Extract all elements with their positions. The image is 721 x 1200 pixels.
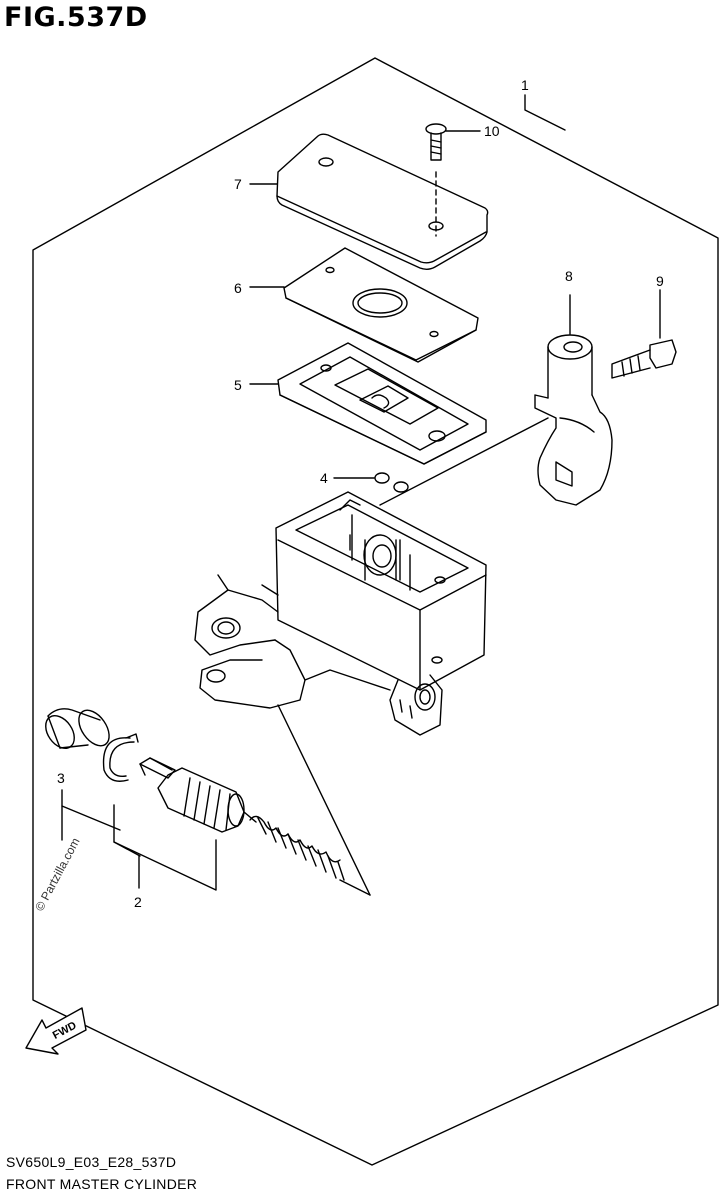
master-cylinder-body <box>194 491 487 736</box>
callout-6: 6 <box>234 280 242 296</box>
figure-name: FRONT MASTER CYLINDER <box>6 1176 198 1192</box>
part-5-diaphragm <box>249 342 487 465</box>
callout-1: 1 <box>521 77 529 93</box>
part-4-grommet <box>333 472 409 493</box>
callout-2: 2 <box>134 894 142 910</box>
part-10-screw <box>425 123 481 237</box>
part-7-cap <box>249 133 489 270</box>
part-3-boot <box>45 708 110 749</box>
assembly-outline <box>32 57 719 1166</box>
piston <box>139 757 245 833</box>
callout-3: 3 <box>57 770 65 786</box>
leader-1 <box>524 94 566 131</box>
callout-5: 5 <box>234 377 242 393</box>
part-9-bolt <box>611 289 677 379</box>
callout-7: 7 <box>234 176 242 192</box>
callout-4: 4 <box>320 470 328 486</box>
fwd-arrow-icon <box>25 1007 87 1055</box>
callout-9: 9 <box>656 273 664 289</box>
part-8-holder <box>379 294 613 506</box>
spring <box>243 811 345 881</box>
figure-code: SV650L9_E03_E28_537D <box>6 1154 177 1170</box>
watermark: © Partzilla.com <box>32 835 82 913</box>
callout-10: 10 <box>484 123 500 139</box>
figure-title: FIG.537D <box>4 2 148 33</box>
circlip <box>102 733 139 782</box>
part-6-plate <box>249 247 479 363</box>
callout-8: 8 <box>565 268 573 284</box>
callout-brackets <box>61 789 217 891</box>
